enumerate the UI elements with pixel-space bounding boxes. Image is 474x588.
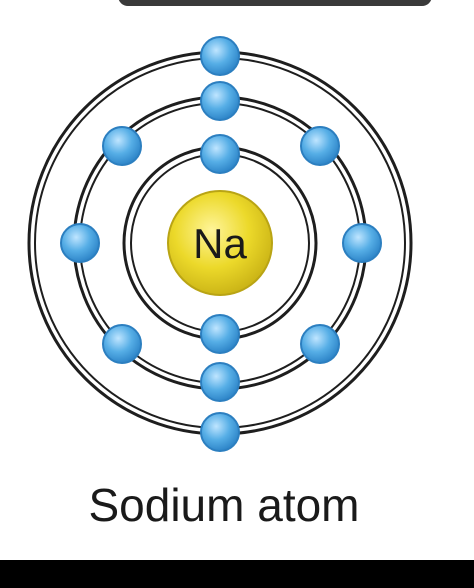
electrons [60, 36, 382, 452]
electron [300, 126, 340, 166]
electron [102, 126, 142, 166]
top-status-bar [118, 0, 432, 6]
electron [200, 362, 240, 402]
electron [60, 223, 100, 263]
electron [200, 36, 240, 76]
electron [200, 412, 240, 452]
bottom-bar [0, 560, 474, 588]
electron [342, 223, 382, 263]
electron [200, 314, 240, 354]
electron [200, 81, 240, 121]
nucleus: Na [167, 190, 273, 296]
nucleus-circle [167, 190, 273, 296]
electron [200, 134, 240, 174]
sodium-atom-diagram: Na [27, 36, 413, 452]
diagram-caption: Sodium atom [88, 479, 360, 531]
nucleus-label: Na [193, 220, 247, 267]
electron [300, 324, 340, 364]
electron [102, 324, 142, 364]
